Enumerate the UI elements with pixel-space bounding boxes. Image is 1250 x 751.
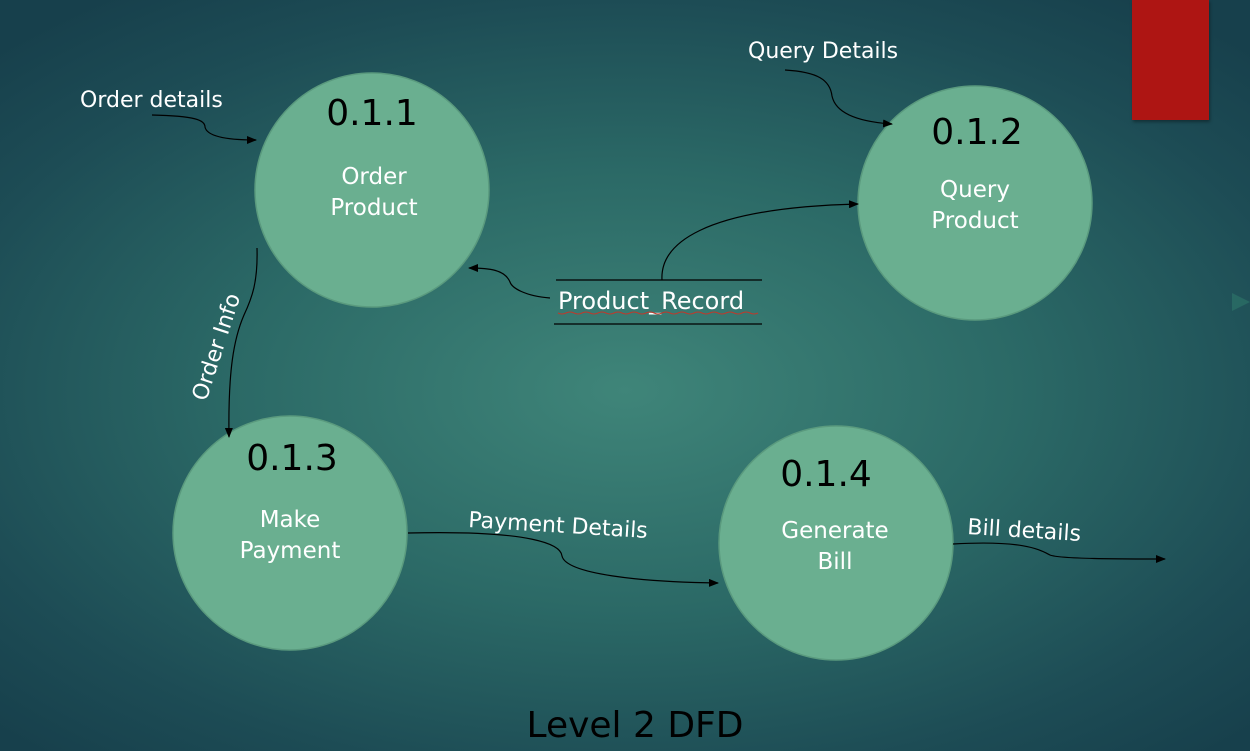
process-name-generate-bill-line1: Generate [781,518,888,544]
page-title: Level 2 DFD [527,705,744,746]
data-store-label: Product_Record [558,287,744,315]
flow-label-bill-details: Bill details [967,515,1082,547]
accent-tab [1132,0,1209,120]
flow-label-query-details: Query Details [748,39,898,64]
process-name-generate-bill-line2: Bill [818,549,853,575]
flow-label-order-info: Order Info [188,290,246,403]
flow-arrow-store-to-order [468,264,551,299]
flow-arrow-order-details [151,114,257,144]
flow-arrow-payment-details [407,532,719,587]
process-name-query-product-line2: Product [931,208,1018,234]
process-name-order-product-line2: Product [330,195,417,221]
process-name-make-payment-line2: Payment [240,538,341,564]
process-circle-order-product [254,72,490,308]
data-store-underline [557,311,759,315]
process-id-make-payment: 0.1.3 [246,438,338,479]
flow-arrow-order-info [224,247,258,438]
process-name-order-product-line1: Order [341,164,407,190]
process-id-query-product: 0.1.2 [931,112,1023,153]
flow-label-order-details: Order details [80,88,223,113]
flow-arrow-store-to-query [661,200,859,281]
process-id-order-product: 0.1.1 [326,93,418,134]
process-id-generate-bill: 0.1.4 [780,454,872,495]
flow-label-payment-details: Payment Details [468,508,649,544]
process-circle-generate-bill [718,425,954,661]
flow-arrow-query-details [784,69,893,128]
flow-arrow-bill-details [952,542,1166,563]
process-name-query-product-line1: Query [940,177,1010,203]
process-name-make-payment-line1: Make [260,507,321,533]
decorative-triangle [1232,293,1250,311]
process-circle-make-payment [172,415,408,651]
